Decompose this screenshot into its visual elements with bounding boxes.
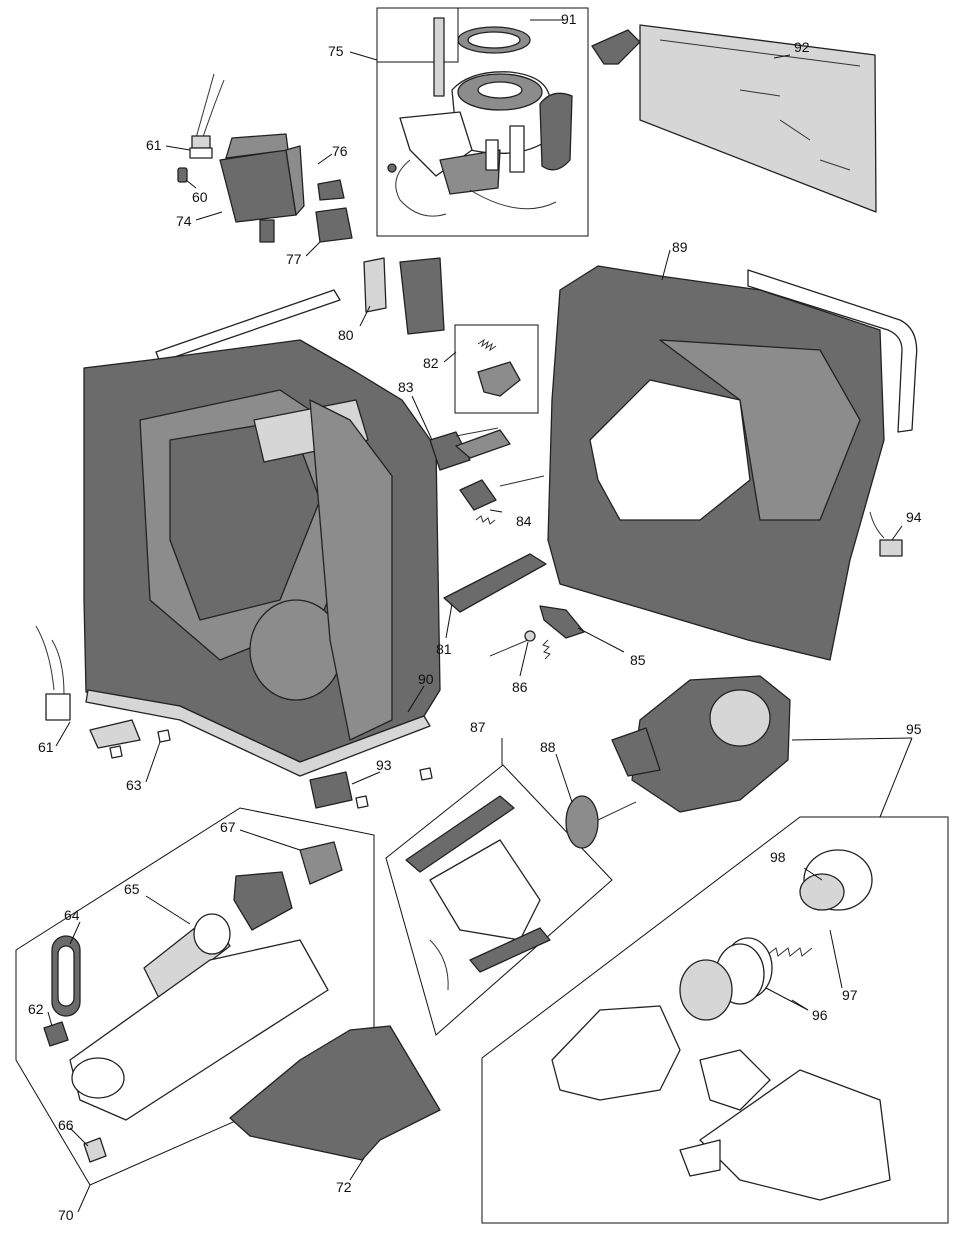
frame-75-inner [377, 8, 459, 63]
callout-94: 94 [906, 509, 922, 525]
part-81-slider [443, 553, 547, 613]
frame-75-group [376, 7, 589, 237]
part-67-encoder [233, 841, 343, 931]
frame-95-group [481, 816, 949, 1224]
callout-88: 88 [540, 739, 556, 755]
part-61-wire-connector-top [189, 73, 225, 159]
callout-70: 70 [58, 1207, 74, 1223]
callout-75: 75 [328, 43, 344, 59]
callout-labels: 91 75 92 61 60 76 74 77 80 82 83 89 84 9… [28, 11, 922, 1223]
part-80-bracket [363, 257, 445, 335]
callout-95: 95 [906, 721, 922, 737]
callout-77: 77 [286, 251, 302, 267]
callout-67: 67 [220, 819, 236, 835]
part-plate-small [89, 719, 141, 749]
callout-84: 84 [516, 513, 532, 529]
part-89-side-housing [547, 265, 918, 661]
leader-lines [47, 19, 913, 1213]
frame-82-group [454, 324, 539, 414]
part-86-screw-set [489, 630, 536, 657]
callout-60: 60 [192, 189, 208, 205]
callout-97: 97 [842, 987, 858, 1003]
part-65-motor [143, 913, 231, 1001]
frame-87-group [385, 764, 613, 1036]
part-77-relay [315, 207, 353, 243]
callout-98: 98 [770, 849, 786, 865]
part-95-brew-unit [611, 675, 791, 813]
callout-63: 63 [126, 777, 142, 793]
part-85-lever-arm [539, 605, 585, 660]
part-66-spring-plate [83, 1137, 107, 1163]
part-96-seals [679, 937, 773, 1021]
part-92-control-board [591, 24, 877, 213]
callout-86: 86 [512, 679, 528, 695]
part-60-small-fuse [177, 167, 188, 183]
part-84-cam [459, 475, 545, 525]
callout-82: 82 [423, 355, 439, 371]
callout-62: 62 [28, 1001, 44, 1017]
part-93-foot-block [309, 771, 353, 809]
part-87-drip-guide [405, 795, 551, 991]
part-90-main-housing [83, 339, 441, 777]
part-91-gasket [457, 26, 531, 54]
callout-96: 96 [812, 1007, 828, 1023]
part-62-clip [43, 1021, 69, 1047]
part-94-sensor [869, 511, 903, 557]
callout-80: 80 [338, 327, 354, 343]
part-61-wire-connector-bottom [35, 625, 71, 721]
part-98-brew-head [799, 849, 873, 911]
callout-91: 91 [561, 11, 577, 27]
callout-64: 64 [64, 907, 80, 923]
part-76-switch [317, 179, 345, 201]
callout-93: 93 [376, 757, 392, 773]
part-74-power-module [219, 133, 305, 243]
part-63-nuts [109, 729, 433, 809]
part-88-piston-cap [565, 795, 637, 849]
callout-65: 65 [124, 881, 140, 897]
callout-87: 87 [470, 719, 486, 735]
part-72-cover [229, 1025, 441, 1161]
callout-85: 85 [630, 652, 646, 668]
callout-66: 66 [58, 1117, 74, 1133]
part-75-grinder-assembly [387, 17, 573, 217]
part-brew-piston-body [551, 1005, 891, 1201]
callout-74: 74 [176, 213, 192, 229]
callout-72: 72 [336, 1179, 352, 1195]
callout-83: 83 [398, 379, 414, 395]
callout-61-top: 61 [146, 137, 162, 153]
part-gear-housing [69, 939, 329, 1121]
callout-89: 89 [672, 239, 688, 255]
part-83-lever [429, 427, 511, 471]
part-64-belt [51, 935, 81, 1017]
callout-92: 92 [794, 39, 810, 55]
callout-61-bottom: 61 [38, 739, 54, 755]
callout-76: 76 [332, 143, 348, 159]
callout-90: 90 [418, 671, 434, 687]
part-97-spring [765, 947, 813, 957]
callout-81: 81 [436, 641, 452, 657]
part-82-spring-pivot [477, 338, 521, 397]
